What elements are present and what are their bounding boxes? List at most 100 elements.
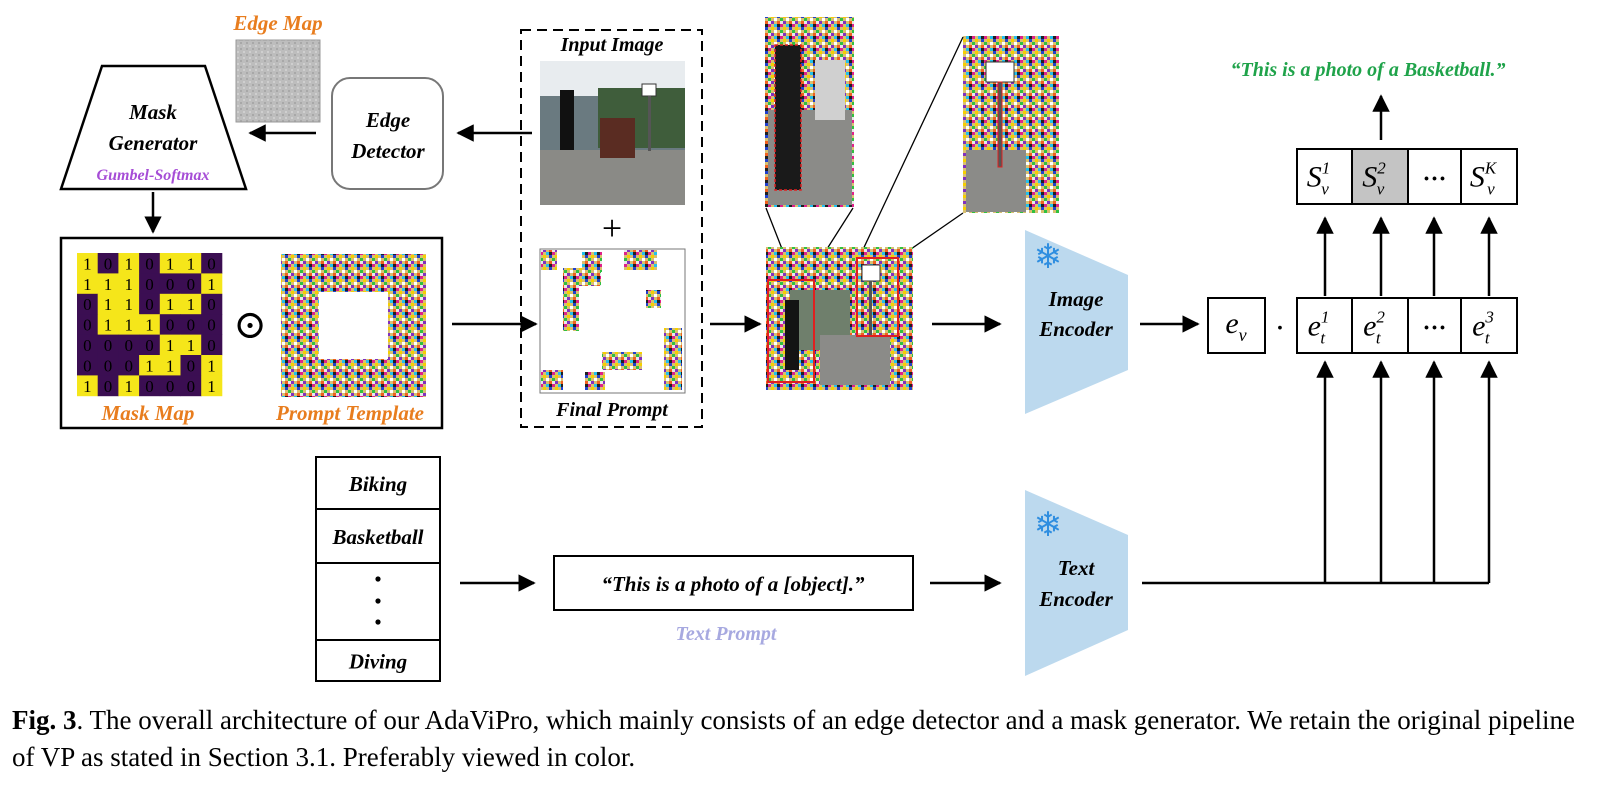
mask-cell — [180, 334, 202, 356]
mask-cell-value: 0 — [125, 336, 134, 355]
mask-cell-value: 1 — [166, 254, 175, 273]
mask-cell — [97, 314, 119, 335]
mask-cell-value: 0 — [145, 295, 154, 314]
mask-cell — [118, 293, 140, 315]
mask-cell-value: 0 — [187, 316, 196, 335]
text-prompt-template: “This is a photo of a [object].” — [601, 572, 865, 596]
mask-cell — [180, 314, 202, 335]
mask-cell-value: 1 — [125, 377, 134, 396]
mask-cell — [77, 293, 99, 315]
class-list-row — [315, 639, 441, 682]
text-encoder-snowflake-icon: ❄ — [1034, 507, 1063, 544]
mask-cell — [159, 293, 181, 315]
class-list-row — [315, 456, 441, 510]
mask-cell — [118, 273, 140, 295]
similarity-cell — [1460, 148, 1518, 205]
mask-cell — [77, 314, 99, 335]
image-encoder-label-line1: Image — [1048, 287, 1104, 311]
edge-map-image — [235, 39, 321, 123]
plus-sign: + — [602, 208, 622, 248]
mask-cell-value: 1 — [166, 295, 175, 314]
similarity-symbol: ··· — [1422, 167, 1446, 193]
mask-cell — [159, 273, 181, 295]
mask-cell-value: 0 — [104, 356, 113, 375]
mask-cell-value: 0 — [207, 254, 216, 273]
mask-cell — [118, 355, 140, 376]
image-embedding-symbol: ev — [1225, 307, 1246, 345]
edge-detector-label-line2: Detector — [350, 139, 425, 163]
mask-cell-value: 0 — [187, 356, 196, 375]
mask-cell-value: 0 — [166, 275, 175, 294]
mask-cell — [139, 334, 161, 356]
mask-cell — [97, 355, 119, 376]
mask-cell-value: 1 — [166, 356, 175, 375]
mask-cell-value: 0 — [125, 356, 134, 375]
similarity-cell — [1407, 148, 1462, 205]
zoom-crop-left — [765, 17, 854, 207]
prompted-image — [766, 247, 913, 390]
mask-cell-value: 0 — [145, 275, 154, 294]
class-list-item: Diving — [348, 650, 407, 674]
mask-cell-value: 0 — [145, 377, 154, 396]
class-list-row — [315, 508, 441, 564]
mask-cell-value: 1 — [187, 254, 196, 273]
class-list-ellipsis-dot — [375, 576, 381, 582]
mask-generator-shape — [59, 64, 248, 191]
mask-cell-value: 0 — [207, 316, 216, 335]
mask-cell — [201, 314, 223, 335]
mask-cell-value: 0 — [187, 275, 196, 294]
text-prompt-box — [553, 555, 914, 611]
mask-cell — [159, 253, 181, 274]
mask-cell-value: 1 — [104, 295, 113, 314]
mask-cell-value: 0 — [83, 316, 92, 335]
image-embedding-box — [1207, 297, 1266, 354]
mask-cell — [201, 253, 223, 274]
text-encoder-shape — [1025, 490, 1128, 676]
mask-cell-value: 0 — [166, 377, 175, 396]
class-list-item: Basketball — [331, 525, 423, 549]
figure-caption: Fig. 3. The overall architecture of our … — [12, 702, 1597, 776]
final-prompt-label: Final Prompt — [555, 399, 669, 421]
mask-cell-value: 0 — [83, 336, 92, 355]
input-image-label: Input Image — [560, 34, 664, 56]
mask-cell — [77, 253, 99, 274]
mask-cell-value: 1 — [187, 336, 196, 355]
mask-cell — [201, 334, 223, 356]
output-sentence: “This is a photo of a Basketball.” — [1230, 59, 1505, 81]
input-image — [540, 61, 685, 205]
mask-cell — [97, 375, 119, 397]
mask-cell-value: 1 — [207, 356, 216, 375]
mask-cell — [139, 273, 161, 295]
image-encoder-label-line2: Encoder — [1038, 317, 1113, 341]
edge-detector-box — [331, 77, 444, 190]
mask-cell — [77, 375, 99, 397]
mask-cell — [201, 355, 223, 376]
mask-cell-value: 1 — [145, 316, 154, 335]
text-embedding-cell — [1407, 297, 1462, 354]
zoom-line-3 — [858, 36, 964, 259]
mask-cell-value: 0 — [83, 356, 92, 375]
mask-cell-value: 1 — [166, 336, 175, 355]
image-encoder-snowflake-icon: ❄ — [1034, 239, 1063, 276]
edge-detector-label-line1: Edge — [365, 108, 410, 132]
mask-cell — [97, 293, 119, 315]
mask-cell — [118, 314, 140, 335]
mask-cell — [139, 253, 161, 274]
text-embedding-cell — [1296, 297, 1353, 354]
class-list-item: Biking — [348, 472, 407, 496]
mask-cell-value: 0 — [145, 254, 154, 273]
dot-operator: · — [1275, 309, 1286, 345]
mask-cell — [139, 314, 161, 335]
text-embedding-symbol: ··· — [1422, 316, 1446, 342]
mask-map-label: Mask Map — [101, 401, 195, 425]
mask-cell-value: 0 — [207, 295, 216, 314]
mask-cell-value: 1 — [125, 275, 134, 294]
prompt-template-center — [319, 292, 388, 359]
